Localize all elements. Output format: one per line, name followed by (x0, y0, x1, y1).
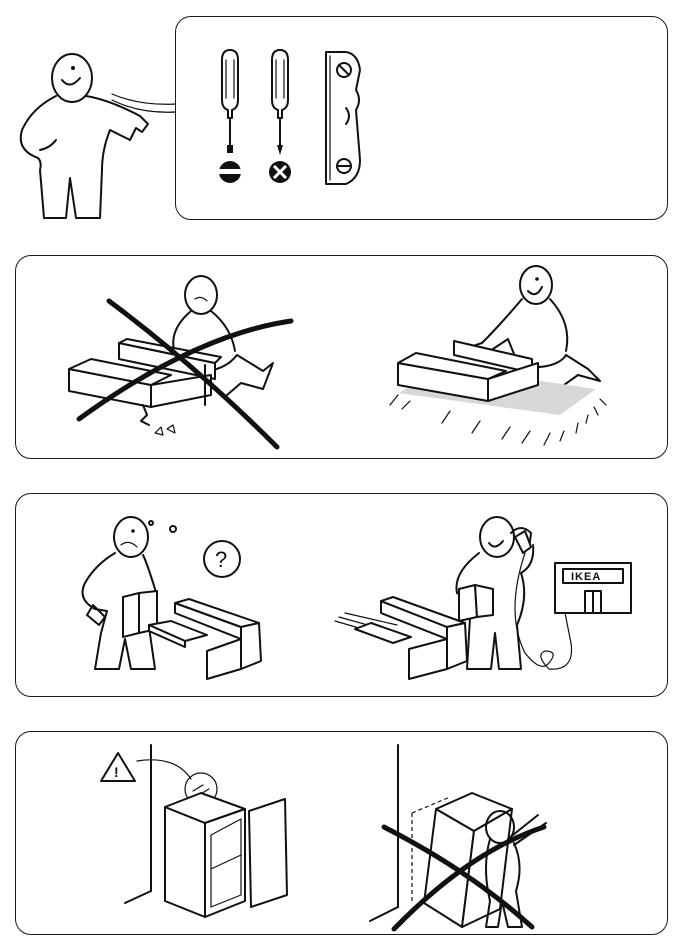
wrong-cross-icon (106, 298, 280, 450)
safety-wrong-illustration (369, 744, 547, 932)
help-call-store-illustration: IKEA (334, 516, 632, 680)
help-panel (15, 493, 668, 697)
safety-panel (15, 731, 668, 935)
tools-illustration (219, 49, 361, 185)
safety-correct-illustration: ! (100, 744, 288, 918)
hardware-fitting-icon (325, 51, 361, 185)
surface-correct-illustration (389, 265, 607, 446)
question-bubble (203, 540, 241, 578)
assembly-character-pointing (19, 53, 177, 219)
ikea-store-icon: IKEA (554, 562, 632, 614)
surface-wrong-illustration (68, 275, 294, 450)
warning-icon: ! (100, 752, 136, 782)
wrong-cross-icon (381, 824, 535, 930)
svg-text:!: ! (114, 764, 119, 780)
help-confused-illustration: ? (81, 516, 262, 680)
tools-panel (175, 16, 668, 220)
phillips-screwdriver-icon (269, 49, 291, 183)
store-sign: IKEA (571, 571, 601, 583)
flat-screwdriver-icon (219, 49, 241, 183)
question-mark-icon: ? (215, 547, 227, 572)
